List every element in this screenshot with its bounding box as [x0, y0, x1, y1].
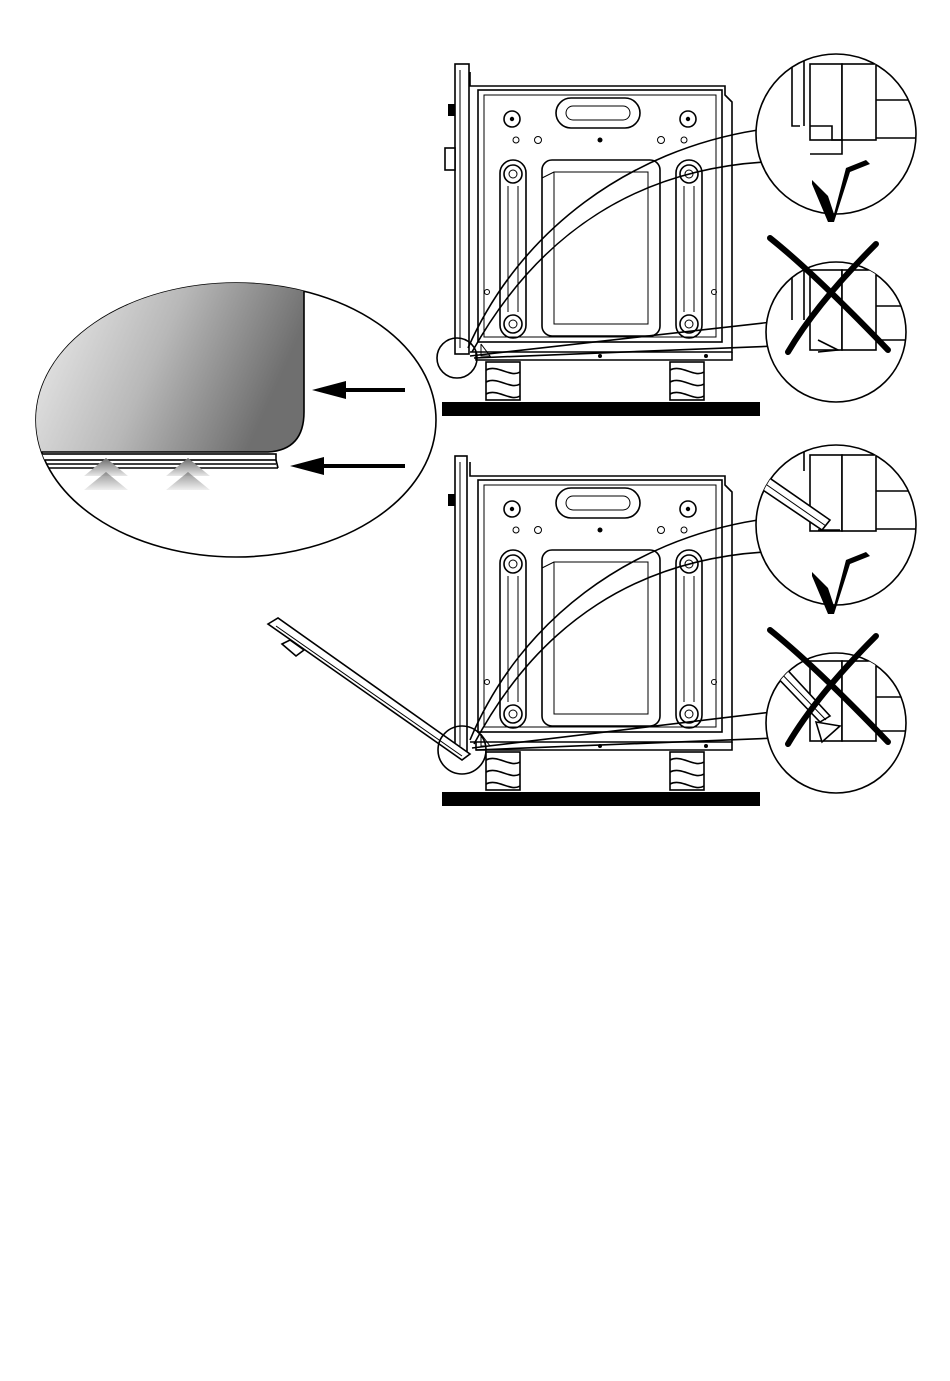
magnifier-incorrect	[766, 238, 920, 402]
door-gap-detail	[30, 270, 436, 557]
oven-cabinet	[442, 462, 760, 806]
oven-cabinet	[442, 72, 760, 416]
magnifier-correct	[748, 445, 920, 614]
magnifier-incorrect	[766, 630, 920, 793]
magnifier-correct	[756, 54, 920, 222]
panel-door-closed	[437, 54, 920, 416]
leader-line	[470, 520, 758, 740]
oven-door-open	[268, 618, 470, 760]
oven-door-glass	[30, 270, 304, 452]
oven-door-closed	[445, 64, 469, 354]
leader-line	[476, 738, 776, 750]
